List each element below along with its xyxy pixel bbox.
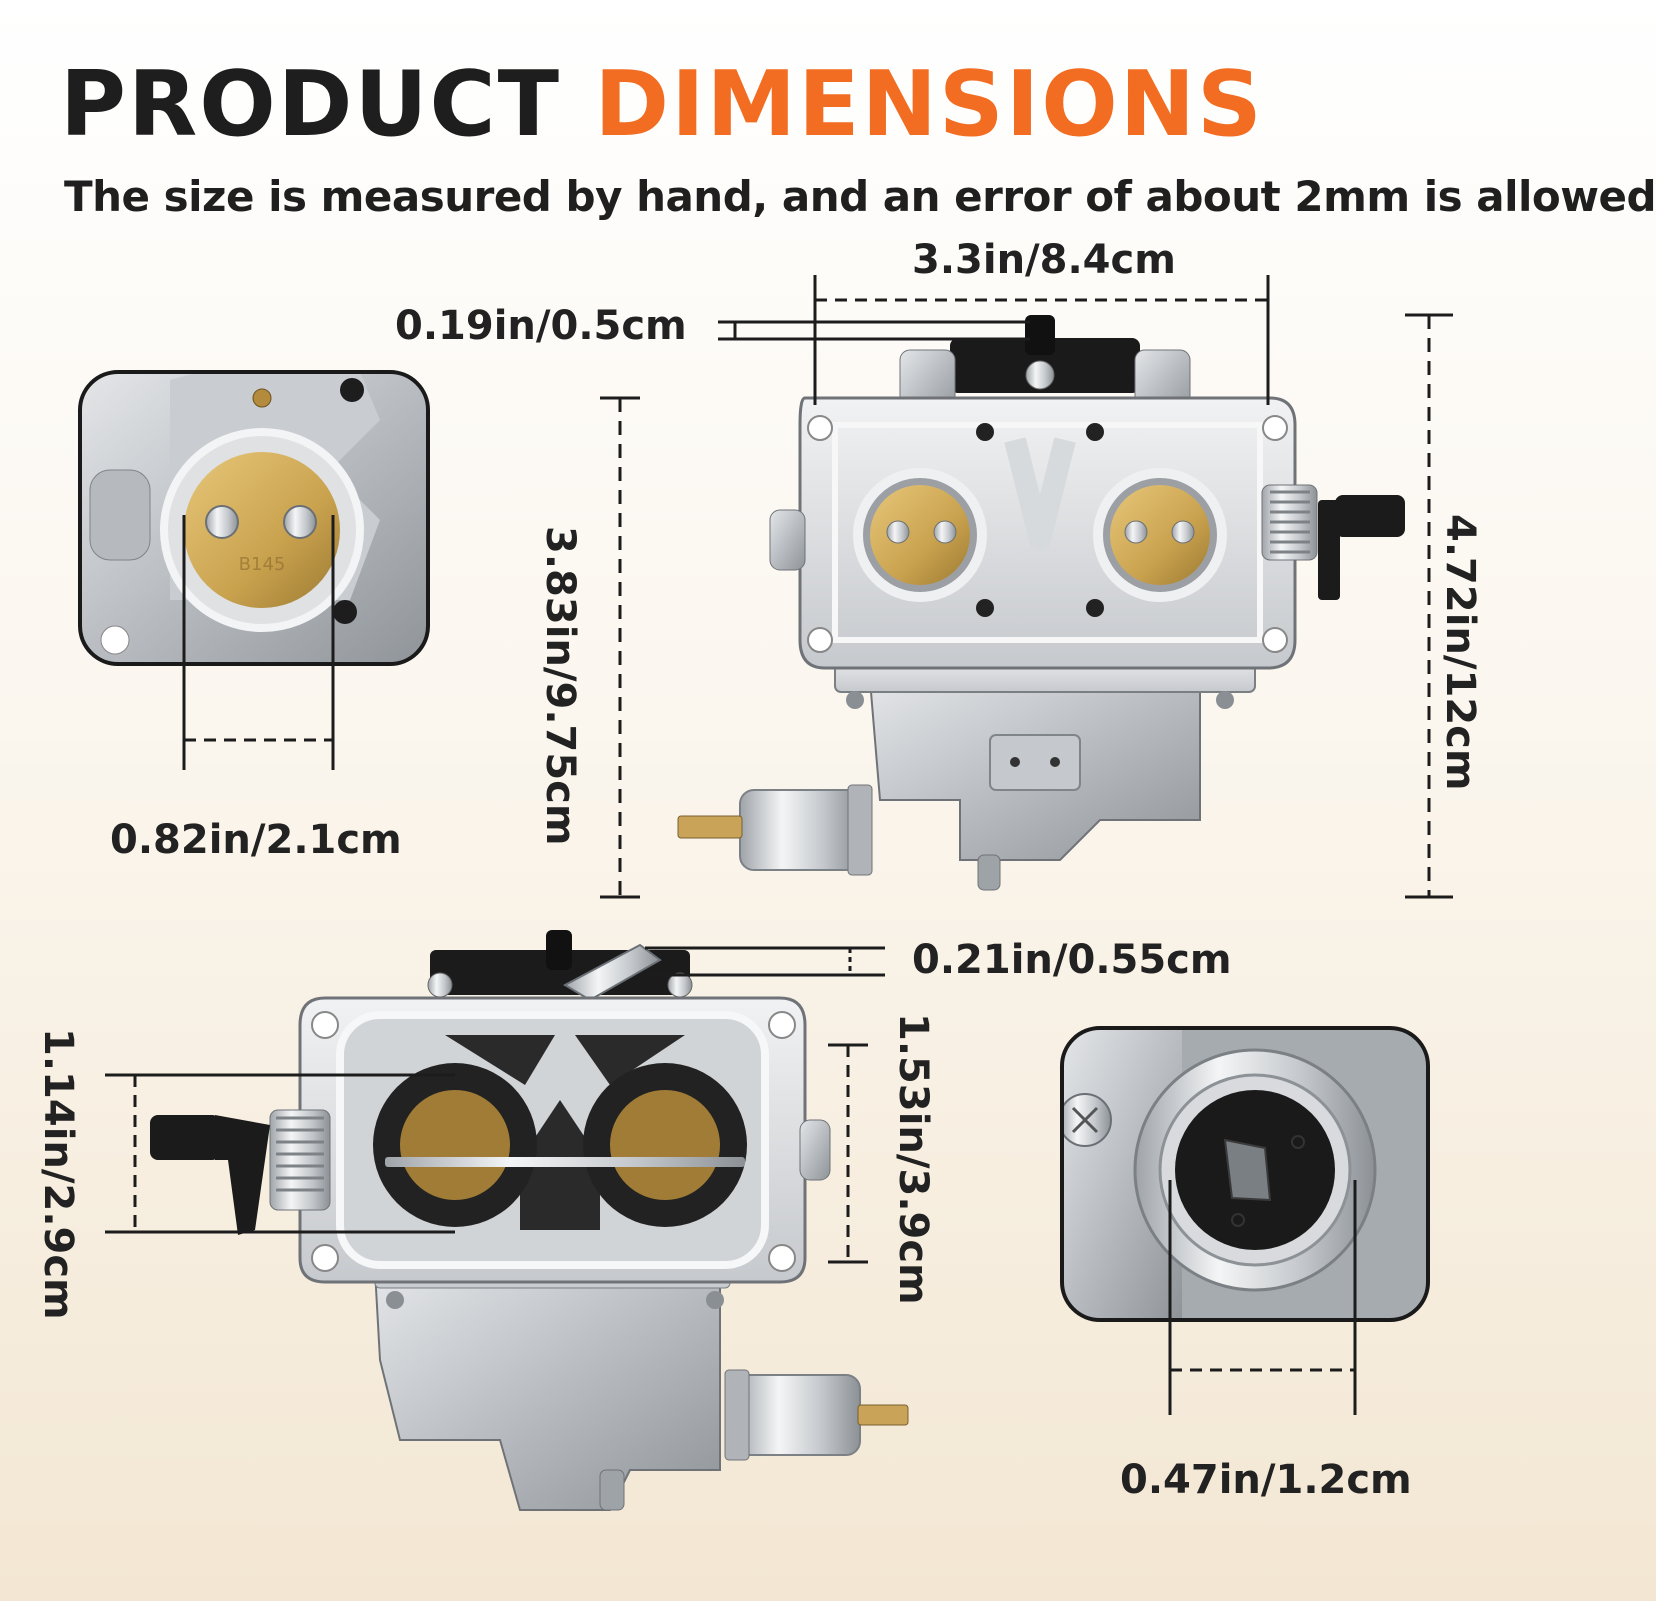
bore-closeup-inset: B145 xyxy=(78,370,430,666)
title-word-product: PRODUCT xyxy=(60,52,562,157)
product-dimensions-infographic: PRODUCT DIMENSIONS The size is measured … xyxy=(35,60,1656,1511)
dim-bottom-lever: 0.21in/0.55cm xyxy=(912,937,1232,983)
page-title: PRODUCT DIMENSIONS xyxy=(60,60,1264,150)
illustration-canvas: B145 xyxy=(78,275,1453,1511)
dim-bottom-left-height: 1.14in/2.9cm xyxy=(35,1028,81,1320)
dim-top-height-right: 4.72in/12cm xyxy=(1437,514,1483,791)
title-word-dimensions: DIMENSIONS xyxy=(594,52,1264,157)
dimension-lines xyxy=(105,275,1453,1415)
measurement-note: The size is measured by hand, and an err… xyxy=(64,172,1656,221)
solenoid-closeup-inset xyxy=(1060,1026,1430,1322)
jet-stamp: B145 xyxy=(239,554,286,575)
dim-top-nozzle: 0.19in/0.5cm xyxy=(395,303,687,349)
carburetor-rear-view xyxy=(150,930,909,1511)
carburetor-front-view xyxy=(677,315,1405,891)
dim-inset-bore: 0.82in/2.1cm xyxy=(110,817,402,863)
dim-top-height-left: 3.83in/9.75cm xyxy=(537,526,583,846)
dim-bottom-right-height: 1.53in/3.9cm xyxy=(890,1013,936,1305)
dim-top-width: 3.3in/8.4cm xyxy=(912,237,1176,283)
dim-solenoid-diameter: 0.47in/1.2cm xyxy=(1120,1457,1412,1503)
